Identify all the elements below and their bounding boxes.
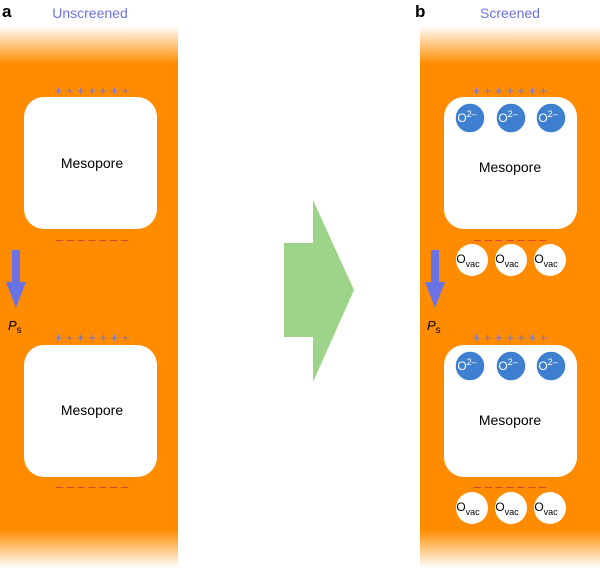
oxygen-vacancy: Ovac xyxy=(534,492,566,524)
pore-b-1: + + + + + + + O2– O2– O2– Mesopore – – –… xyxy=(444,83,577,276)
svg-text:O2–: O2– xyxy=(457,357,476,373)
negative-charges: – – – – – – – xyxy=(56,232,129,247)
oxygen-ion: O2– xyxy=(535,350,567,382)
svg-text:Ovac: Ovac xyxy=(534,252,558,269)
negative-charges: – – – – – – – xyxy=(56,479,129,494)
mesopore-label: Mesopore xyxy=(61,402,123,418)
mesopore-label: Mesopore xyxy=(479,159,541,175)
mesopore-label: Mesopore xyxy=(479,412,541,428)
oxygen-vacancy: Ovac xyxy=(495,492,527,524)
oxygen-ion: O2– xyxy=(454,102,486,134)
positive-charges: + + + + + + + xyxy=(55,83,130,98)
svg-text:O2–: O2– xyxy=(538,109,557,125)
svg-text:Ovac: Ovac xyxy=(534,500,558,517)
pore-a-1: + + + + + + + Mesopore – – – – – – – xyxy=(24,83,157,247)
panel-a-title: Unscreened xyxy=(52,5,128,21)
arrow-shaft xyxy=(12,250,20,284)
oxygen-ion: O2– xyxy=(495,102,527,134)
panel-b: b Screened + + + + + + + O2– O2– O2– Mes… xyxy=(415,2,600,568)
arrow-shaft xyxy=(431,250,439,284)
svg-text:O2–: O2– xyxy=(498,357,517,373)
positive-charges: + + + + + + + xyxy=(473,330,548,345)
polarization-arrow-a xyxy=(6,250,26,308)
svg-text:O2–: O2– xyxy=(538,357,557,373)
transition-arrow xyxy=(284,200,354,382)
oxygen-vacancy: Ovac xyxy=(456,244,488,276)
polarization-arrow-b xyxy=(425,250,445,308)
positive-charges: + + + + + + + xyxy=(55,330,130,345)
svg-text:O2–: O2– xyxy=(498,109,517,125)
oxygen-vacancy: Ovac xyxy=(495,244,527,276)
mesopore-label: Mesopore xyxy=(61,155,123,171)
oxygen-vacancy: Ovac xyxy=(456,492,488,524)
polarization-label-b: Ps xyxy=(427,318,441,336)
polarization-label-a: Ps xyxy=(8,318,22,336)
mesopore-box xyxy=(24,345,157,477)
arrow-head xyxy=(6,282,26,308)
oxygen-vacancy: Ovac xyxy=(534,244,566,276)
svg-text:Ovac: Ovac xyxy=(495,252,519,269)
panel-b-title: Screened xyxy=(480,5,540,21)
positive-charges: + + + + + + + xyxy=(473,83,548,98)
pore-b-2: + + + + + + + O2– O2– O2– Mesopore – – –… xyxy=(444,330,577,524)
mesopore-box xyxy=(24,97,157,229)
svg-text:O2–: O2– xyxy=(457,109,476,125)
panel-a: a Unscreened + + + + + + + Mesopore – – … xyxy=(0,2,178,568)
pore-a-2: + + + + + + + Mesopore – – – – – – – xyxy=(24,330,157,494)
panel-b-label: b xyxy=(415,2,425,21)
arrow-head xyxy=(425,282,445,308)
negative-charges: – – – – – – – xyxy=(474,232,547,247)
svg-text:Ovac: Ovac xyxy=(456,252,480,269)
oxygen-ion: O2– xyxy=(535,102,567,134)
svg-text:Ovac: Ovac xyxy=(456,500,480,517)
oxygen-ion: O2– xyxy=(495,350,527,382)
oxygen-ion: O2– xyxy=(454,350,486,382)
svg-text:Ovac: Ovac xyxy=(495,500,519,517)
negative-charges: – – – – – – – xyxy=(474,479,547,494)
panel-a-label: a xyxy=(2,2,12,21)
